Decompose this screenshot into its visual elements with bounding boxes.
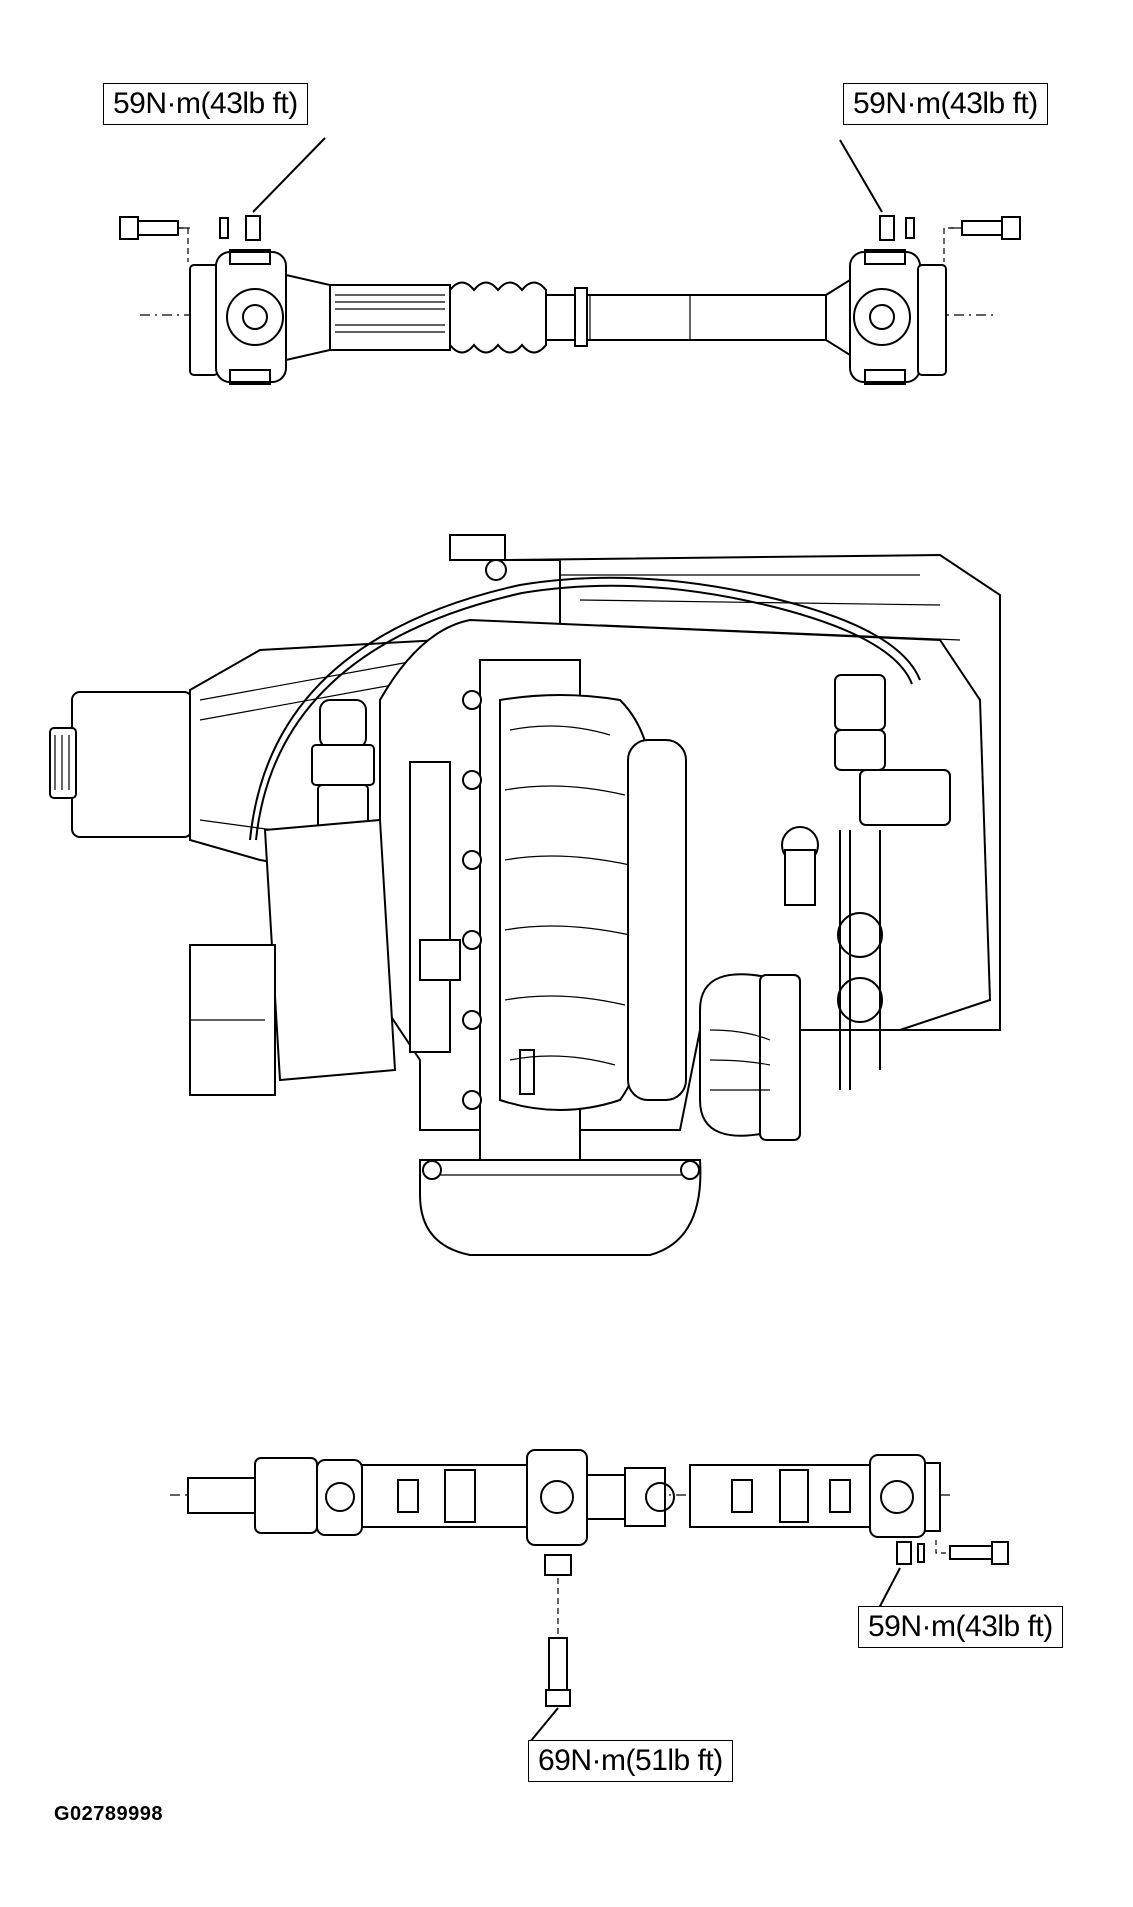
torque-callout-front-right: 59N·m(43lb ft) [843,83,1048,125]
figure-id: G02789998 [54,1803,164,1825]
torque-callout-center-bearing: 69N·m(51lb ft) [528,1740,733,1782]
transfer-case [49,534,1001,1256]
rear-propeller-shaft [170,1449,1009,1743]
torque-callout-rear-flange: 59N·m(43lb ft) [858,1606,1063,1648]
front-propeller-shaft [119,137,1021,385]
torque-callout-front-left: 59N·m(43lb ft) [103,83,308,125]
